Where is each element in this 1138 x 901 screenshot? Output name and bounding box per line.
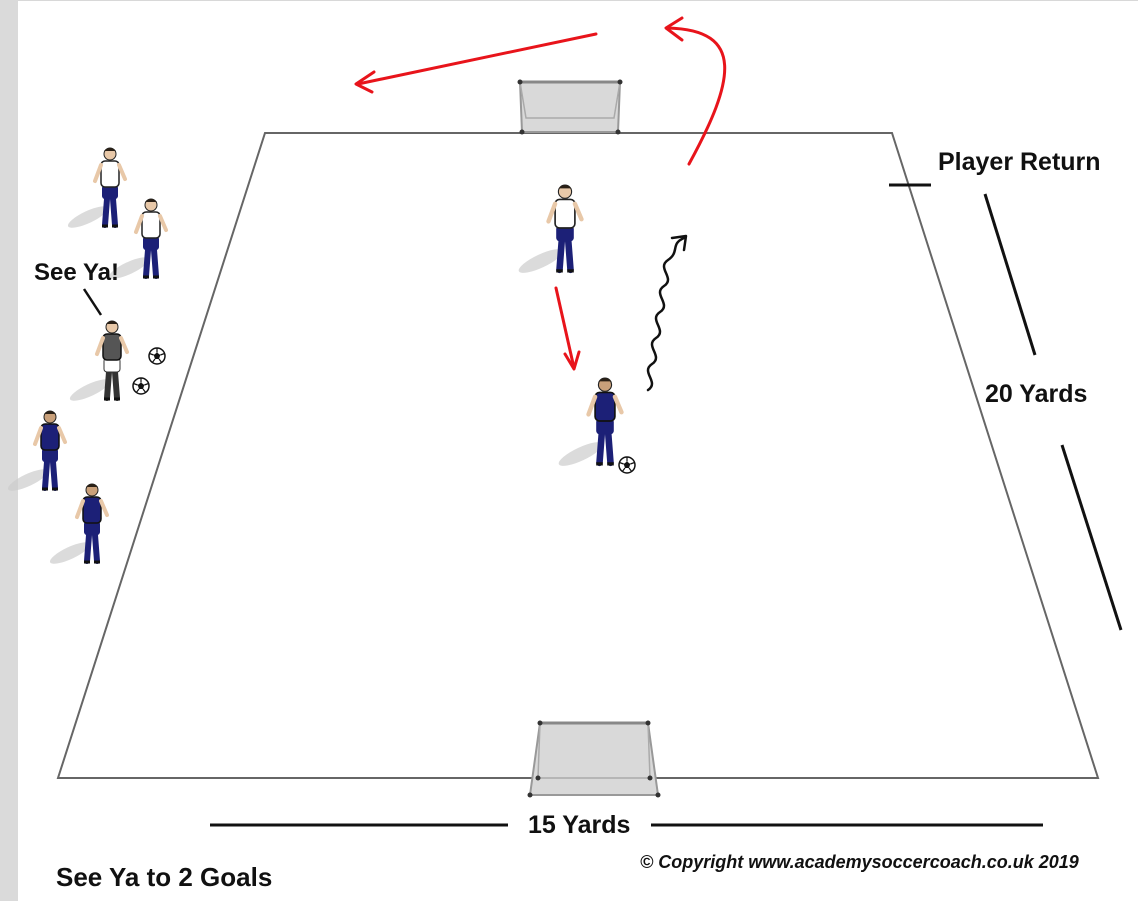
pass-arrow [554,286,581,371]
top-goal-icon [517,79,623,135]
player-navy-queue-2-icon [48,484,107,568]
player-grey-server-icon [68,321,127,405]
player-navy-queue-1-icon [6,411,65,495]
exit-run-arrow [354,32,598,94]
player-return-label: Player Return [938,148,1101,176]
see-ya-label: See Ya! [34,259,119,286]
length-measure-line-upper [983,193,1037,356]
player-white-queue-1-icon [66,148,125,232]
dribble-arrow [646,234,688,392]
top-border-line [18,0,1138,1]
ball-icon [148,347,166,365]
copyright-text: © Copyright www.academysoccercoach.co.uk… [640,852,1079,872]
ball-icon [618,456,636,474]
left-border-strip [0,0,18,901]
length-label: 20 Yards [985,380,1088,408]
return-run-arrow [664,16,727,166]
see-ya-pointer [82,288,103,316]
diagram-title: See Ya to 2 Goals [56,862,273,892]
length-measure-line-lower [1060,444,1123,631]
width-label: 15 Yards [528,811,631,839]
ball-icon [132,377,150,395]
bottom-goal-icon [527,720,661,798]
